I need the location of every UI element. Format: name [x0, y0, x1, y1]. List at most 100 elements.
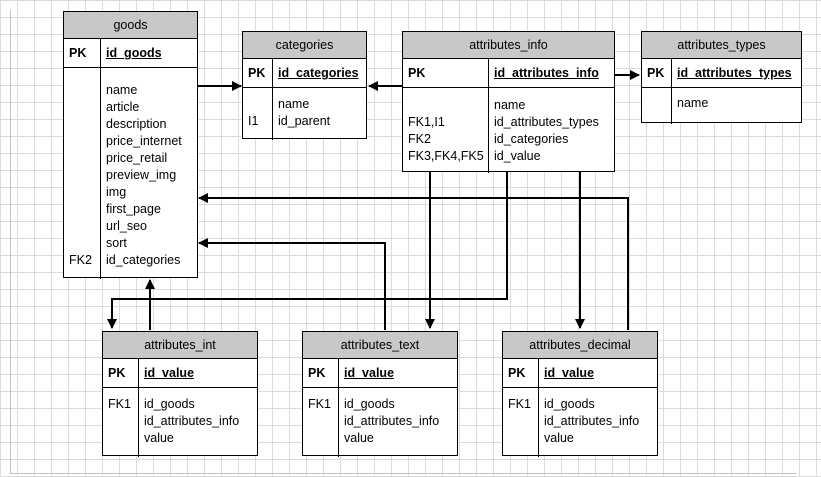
entity-attributes_text-title: attributes_text [303, 332, 457, 359]
field-key [69, 184, 100, 201]
field-key [508, 413, 538, 430]
field-key: FK2 [408, 132, 431, 146]
field-name: article [106, 100, 140, 114]
entity-categories-pk-field: id_categories [278, 66, 359, 80]
entity-attributes_int[interactable]: attributes_int PK id_value FK1 id_goods … [102, 331, 258, 457]
field-key: FK1 [108, 397, 131, 411]
field-key [69, 218, 100, 235]
pk-label: PK [64, 39, 101, 67]
field-key [69, 167, 100, 184]
entity-attributes_types-fields: name [642, 88, 801, 124]
entity-attributes_int-pk-row: PK id_value [103, 359, 257, 388]
entity-attributes_int-key-column: FK1 [103, 388, 139, 457]
pk-label: PK [642, 59, 672, 87]
entity-goods-fields: FK2 name article description price_inter… [64, 68, 197, 279]
field-name: id_attributes_info [144, 414, 240, 428]
field-key [69, 201, 100, 218]
field-key: FK1 [508, 397, 531, 411]
field-name: name [278, 97, 310, 111]
entity-attributes_int-title: attributes_int [103, 332, 257, 359]
entity-attributes_info-key-column: FK1,I1 FK2 FK3,FK4,FK5 [403, 88, 489, 173]
entity-attributes_info-field-column: name id_attributes_types id_categories i… [489, 88, 599, 173]
entity-categories-fields: I1 name id_parent [243, 88, 366, 140]
pk-label: PK [103, 359, 139, 387]
entity-attributes_decimal-fields: FK1 id_goods id_attributes_info value [503, 388, 657, 457]
field-key: FK3,FK4,FK5 [408, 149, 484, 163]
field-name: id_categories [106, 253, 181, 267]
entity-attributes_info-title: attributes_info [403, 32, 614, 59]
entity-attributes_types[interactable]: attributes_types PK id_attributes_types … [641, 31, 802, 124]
field-key: FK1,I1 [408, 115, 445, 129]
entity-attributes_text-key-column: FK1 [303, 388, 339, 457]
entity-attributes_text-field-column: id_goods id_attributes_info value [339, 388, 439, 457]
entity-attributes_info-pk-row: PK id_attributes_info [403, 59, 614, 88]
field-name: value [344, 431, 374, 445]
field-key [69, 150, 100, 167]
field-name: value [544, 431, 574, 445]
connector-attributes_info-attributes_int [107, 171, 508, 329]
entity-categories-field-column: name id_parent [273, 88, 330, 140]
field-key: I1 [248, 114, 259, 128]
field-key [69, 133, 100, 150]
connector-attributes_text-goods [198, 238, 386, 330]
pk-label: PK [403, 59, 489, 87]
field-key [69, 82, 100, 99]
field-name: id_attributes_types [494, 115, 599, 129]
field-key [69, 99, 100, 116]
field-name: img [106, 185, 127, 199]
field-name: url_seo [106, 219, 147, 233]
entity-goods[interactable]: goods PK id_goods FK2 name article descr… [63, 11, 198, 279]
field-key: FK1 [308, 397, 331, 411]
entity-attributes_types-field-column: name [672, 88, 708, 124]
entity-attributes_decimal-title: attributes_decimal [503, 332, 657, 359]
field-name: preview_img [106, 168, 177, 182]
field-key [308, 413, 338, 430]
field-name: name [494, 98, 526, 112]
field-name: price_retail [106, 151, 168, 165]
entity-attributes_decimal-pk-row: PK id_value [503, 359, 657, 388]
entity-attributes_decimal-pk-field: id_value [544, 366, 595, 380]
entity-attributes_text-pk-field: id_value [344, 366, 395, 380]
field-name: id_goods [144, 397, 195, 411]
page-border [10, 10, 796, 474]
entity-attributes_int-fields: FK1 id_goods id_attributes_info value [103, 388, 257, 457]
field-name: price_internet [106, 134, 182, 148]
field-key [308, 430, 338, 447]
entity-attributes_info-pk-field: id_attributes_info [494, 66, 599, 80]
field-name: id_attributes_info [544, 414, 640, 428]
entity-attributes_info[interactable]: attributes_info PK id_attributes_info FK… [402, 31, 615, 173]
entity-goods-pk-field: id_goods [106, 46, 162, 60]
pk-label: PK [303, 359, 339, 387]
field-key [108, 430, 138, 447]
entity-attributes_decimal[interactable]: attributes_decimal PK id_value FK1 id_go… [502, 331, 658, 457]
entity-attributes_int-field-column: id_goods id_attributes_info value [139, 388, 239, 457]
field-name: description [106, 117, 167, 131]
connector-attributes_decimal-goods [198, 193, 629, 330]
entity-goods-key-column: FK2 [64, 68, 101, 279]
entity-attributes_int-pk-field: id_value [144, 366, 195, 380]
field-name: id_goods [544, 397, 595, 411]
field-key [647, 95, 671, 112]
field-key [508, 430, 538, 447]
field-name: sort [106, 236, 127, 250]
field-name: id_goods [344, 397, 395, 411]
field-name: value [144, 431, 174, 445]
entity-attributes_info-fields: FK1,I1 FK2 FK3,FK4,FK5 name id_attribute… [403, 88, 614, 173]
field-key [69, 116, 100, 133]
pk-label: PK [243, 59, 273, 87]
entity-attributes_text[interactable]: attributes_text PK id_value FK1 id_goods… [302, 331, 458, 457]
field-name: id_parent [278, 114, 331, 128]
entity-categories-key-column: I1 [243, 88, 273, 140]
field-key [248, 96, 272, 113]
field-key [69, 235, 100, 252]
field-name: first_page [106, 202, 161, 216]
entity-goods-title: goods [64, 12, 197, 39]
entity-goods-field-column: name article description price_internet … [101, 68, 182, 279]
entity-attributes_types-pk-field: id_attributes_types [677, 66, 792, 80]
entity-attributes_types-title: attributes_types [642, 32, 801, 59]
field-name: id_attributes_info [344, 414, 440, 428]
field-key [408, 97, 488, 114]
entity-attributes_types-pk-row: PK id_attributes_types [642, 59, 801, 88]
entity-categories[interactable]: categories PK id_categories I1 name id_p… [242, 31, 367, 140]
entity-attributes_text-fields: FK1 id_goods id_attributes_info value [303, 388, 457, 457]
